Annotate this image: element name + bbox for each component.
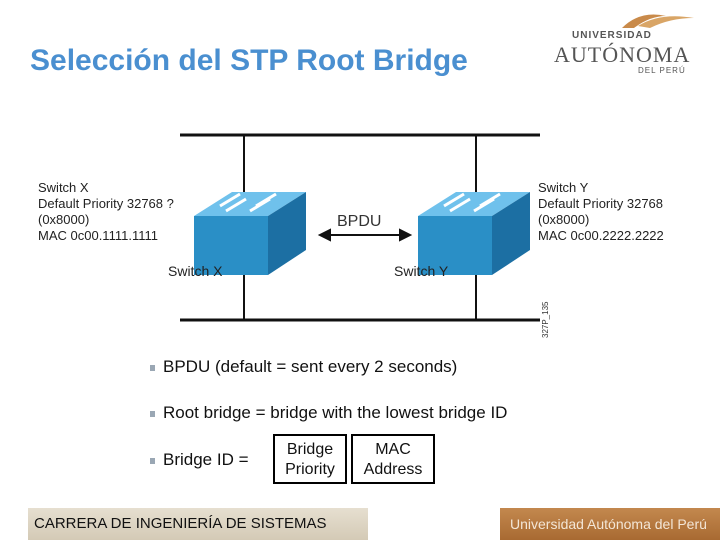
switch-y-info-line: Switch Y [538, 180, 589, 195]
switch-x-info-line: MAC 0c00.1111.1111 [38, 228, 158, 243]
switch-x-info-line: Default Priority 32768 ? [38, 196, 174, 211]
bpdu-arrow-icon [317, 228, 413, 242]
bridge-priority-box: Bridge Priority [273, 434, 347, 484]
footer-left-band: CARRERA DE INGENIERÍA DE SISTEMAS [28, 508, 368, 540]
figure-id: 327P_135 [541, 301, 550, 338]
bridge-priority-line1: Bridge [286, 441, 334, 458]
bullet-item: Root bridge = bridge with the lowest bri… [150, 403, 507, 423]
switch-x-icon [194, 192, 306, 275]
stp-diagram: BPDU 327P_135 Switch X Default Priority … [0, 120, 720, 340]
slide-title: Selección del STP Root Bridge [30, 44, 468, 77]
bullet-text: BPDU (default = sent every 2 seconds) [163, 357, 458, 376]
switch-x-name: Switch X [168, 263, 223, 279]
switch-y-info-line: (0x8000) [538, 212, 590, 227]
bullet-text: Root bridge = bridge with the lowest bri… [163, 403, 508, 422]
logo-line3: DEL PERÚ [638, 66, 686, 75]
logo-line2: AUTÓNOMA [554, 42, 691, 67]
bullet-text: Bridge ID = [163, 450, 249, 469]
footer-university-text: Universidad Autónoma del Perú [510, 516, 707, 532]
footer-career-text: CARRERA DE INGENIERÍA DE SISTEMAS [34, 515, 327, 532]
logo-line1: UNIVERSIDAD [572, 30, 652, 41]
switch-y-icon [418, 192, 530, 275]
mac-address-line2: Address [363, 461, 423, 478]
bridge-priority-line2: Priority [285, 461, 335, 478]
switch-y-info: Switch Y Default Priority 32768 (0x8000)… [538, 180, 664, 244]
footer-right-band: Universidad Autónoma del Perú [500, 508, 720, 540]
switch-y-info-line: Default Priority 32768 [538, 196, 664, 211]
university-logo: UNIVERSIDAD AUTÓNOMA DEL PERÚ [552, 8, 702, 78]
mac-address-line1: MAC [375, 441, 411, 458]
mac-address-box: MAC Address [351, 434, 435, 484]
switch-x-info: Switch X Default Priority 32768 ? (0x800… [38, 180, 174, 244]
bpdu-label: BPDU [337, 213, 381, 230]
footer: CARRERA DE INGENIERÍA DE SISTEMAS Univer… [0, 508, 720, 540]
switch-x-info-line: Switch X [38, 180, 89, 195]
bullet-item: Bridge ID = [150, 450, 249, 470]
bullet-item: BPDU (default = sent every 2 seconds) [150, 357, 457, 377]
switch-x-info-line: (0x8000) [38, 212, 90, 227]
logo-swoosh-icon [622, 14, 694, 28]
bullet-icon [150, 457, 155, 464]
switch-y-info-line: MAC 0c00.2222.2222 [538, 228, 664, 243]
bullet-icon [150, 364, 155, 371]
bullet-icon [150, 410, 155, 417]
switch-y-name: Switch Y [394, 263, 449, 279]
